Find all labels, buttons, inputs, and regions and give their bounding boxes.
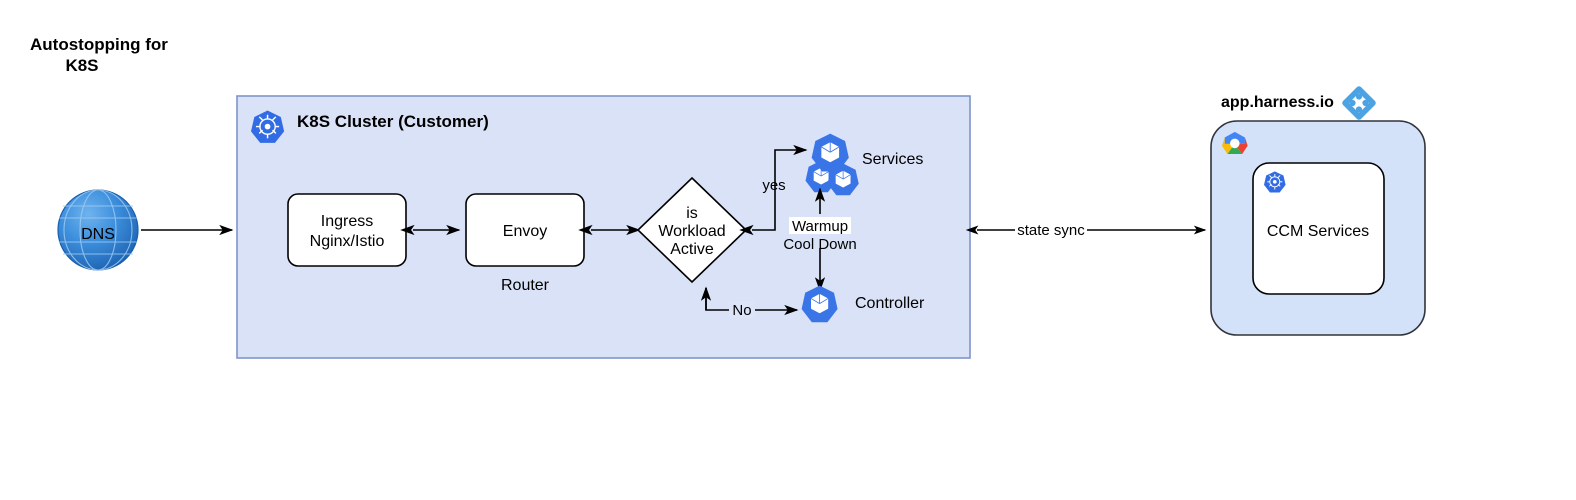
services-label: Services [862, 151, 923, 168]
page-title-line2: K8S [65, 56, 98, 75]
services-node: Services [805, 133, 923, 196]
decision-label-line1: is [686, 205, 698, 222]
decision-node: is Workload Active [636, 176, 748, 284]
controller-node: Controller [801, 285, 925, 323]
ccm-services-node: CCM Services [1252, 162, 1385, 295]
dns-node: DNS [57, 189, 139, 271]
harness-logo-icon [1342, 86, 1376, 120]
ingress-label-line1: Ingress [321, 213, 373, 230]
envoy-node: Envoy Router [465, 193, 585, 294]
kubernetes-icon [1264, 171, 1286, 193]
edge-label-warmup-bg [789, 217, 851, 234]
edge-label-cooldown: Cool Down [783, 236, 856, 253]
cluster-title: K8S Cluster (Customer) [297, 112, 489, 131]
google-cloud-icon [1221, 131, 1248, 154]
edge-label-warmup: Warmup [792, 218, 848, 235]
decision-label-line3: Active [670, 241, 714, 258]
ccm-services-label: CCM Services [1267, 223, 1369, 240]
edge-label-state-sync: state sync [1017, 222, 1085, 239]
kubernetes-icon [251, 110, 285, 143]
edge-yes-to-services [739, 144, 808, 236]
router-sublabel: Router [501, 277, 550, 294]
ingress-node: Ingress Nginx/Istio [287, 193, 407, 267]
envoy-label: Envoy [503, 223, 547, 240]
ingress-label-line2: Nginx/Istio [310, 233, 385, 250]
harness-title: app.harness.io [1221, 94, 1334, 111]
page-title-line1: Autostopping for [30, 35, 168, 54]
edge-label-yes: yes [762, 177, 785, 194]
edge-label-no-bg [729, 301, 755, 318]
decision-label-line2: Workload [658, 223, 725, 240]
edge-label-no: No [732, 302, 751, 319]
controller-label: Controller [855, 295, 925, 312]
edge-label-state-sync-bg [1015, 221, 1087, 238]
dns-label: DNS [81, 226, 115, 243]
